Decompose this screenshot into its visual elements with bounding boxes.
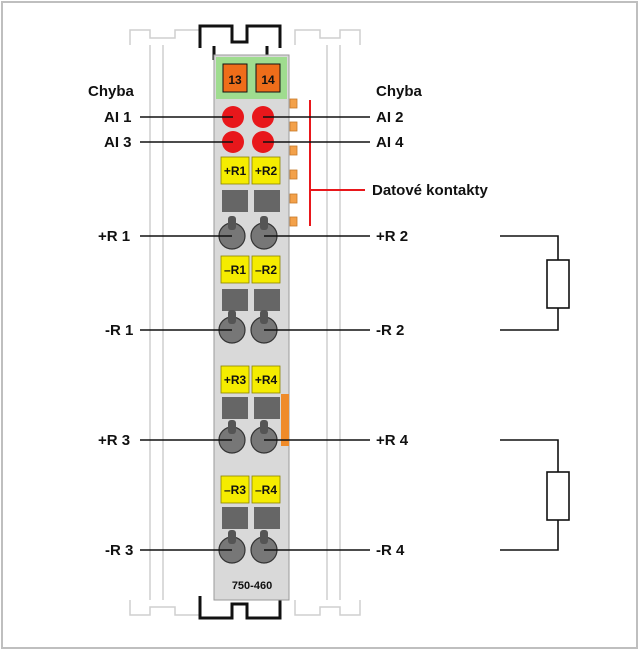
resistor-symbol-2 (500, 439, 570, 551)
data-contacts (289, 98, 298, 227)
label-error-right: Chyba (376, 83, 423, 100)
release-slot-4a (222, 507, 248, 529)
label-pr3: +R 3 (98, 432, 130, 449)
label-error-left: Chyba (88, 83, 135, 100)
tag-mr2 (251, 255, 281, 284)
tag-pr4 (251, 365, 281, 394)
tag-mr3 (220, 475, 250, 504)
tag-pr3-text: +R3 (224, 373, 247, 387)
release-slot-2a (222, 289, 248, 311)
label-mr2: -R 2 (376, 322, 404, 339)
tag-pr3 (220, 365, 250, 394)
label-mr4: -R 4 (376, 542, 405, 559)
label-mr3: -R 3 (105, 542, 133, 559)
connector-13 (222, 63, 248, 93)
connector-13-label: 13 (228, 73, 242, 87)
release-slot-2b (254, 289, 280, 311)
label-mr1: -R 1 (105, 322, 133, 339)
tag-mr3-text: –R3 (224, 483, 246, 497)
release-slot-3a (222, 397, 248, 419)
release-slot-3b (254, 397, 280, 419)
release-slot-4b (254, 507, 280, 529)
tag-pr2-text: +R2 (255, 164, 278, 178)
label-ai2: AI 2 (376, 109, 404, 126)
label-pr4: +R 4 (376, 432, 409, 449)
resistor-symbol-1 (500, 235, 570, 331)
tag-mr4-text: –R4 (255, 483, 277, 497)
model-label: 750-460 (232, 580, 272, 592)
tag-mr2-text: –R2 (255, 263, 277, 277)
rail-outline-left (129, 29, 201, 616)
label-ai1: AI 1 (104, 109, 132, 126)
tag-pr1-text: +R1 (224, 164, 247, 178)
connector-14 (255, 63, 281, 93)
power-jumper (281, 394, 289, 446)
bottom-clip (198, 596, 282, 620)
label-pr1: +R 1 (98, 228, 130, 245)
label-data-contacts: Datové kontakty (372, 182, 489, 199)
release-slot-1b (254, 190, 280, 212)
label-ai4: AI 4 (376, 134, 404, 151)
tag-pr1 (220, 156, 250, 185)
leader-lines (140, 116, 370, 551)
rail-outline-right (294, 29, 361, 616)
tag-mr1-text: –R1 (224, 263, 246, 277)
release-slot-1a (222, 190, 248, 212)
tag-mr4 (251, 475, 281, 504)
tag-pr2 (251, 156, 281, 185)
tag-pr4-text: +R4 (255, 373, 278, 387)
connector-14-label: 14 (261, 73, 275, 87)
label-ai3: AI 3 (104, 134, 132, 151)
tag-mr1 (220, 255, 250, 284)
label-pr2: +R 2 (376, 228, 408, 245)
